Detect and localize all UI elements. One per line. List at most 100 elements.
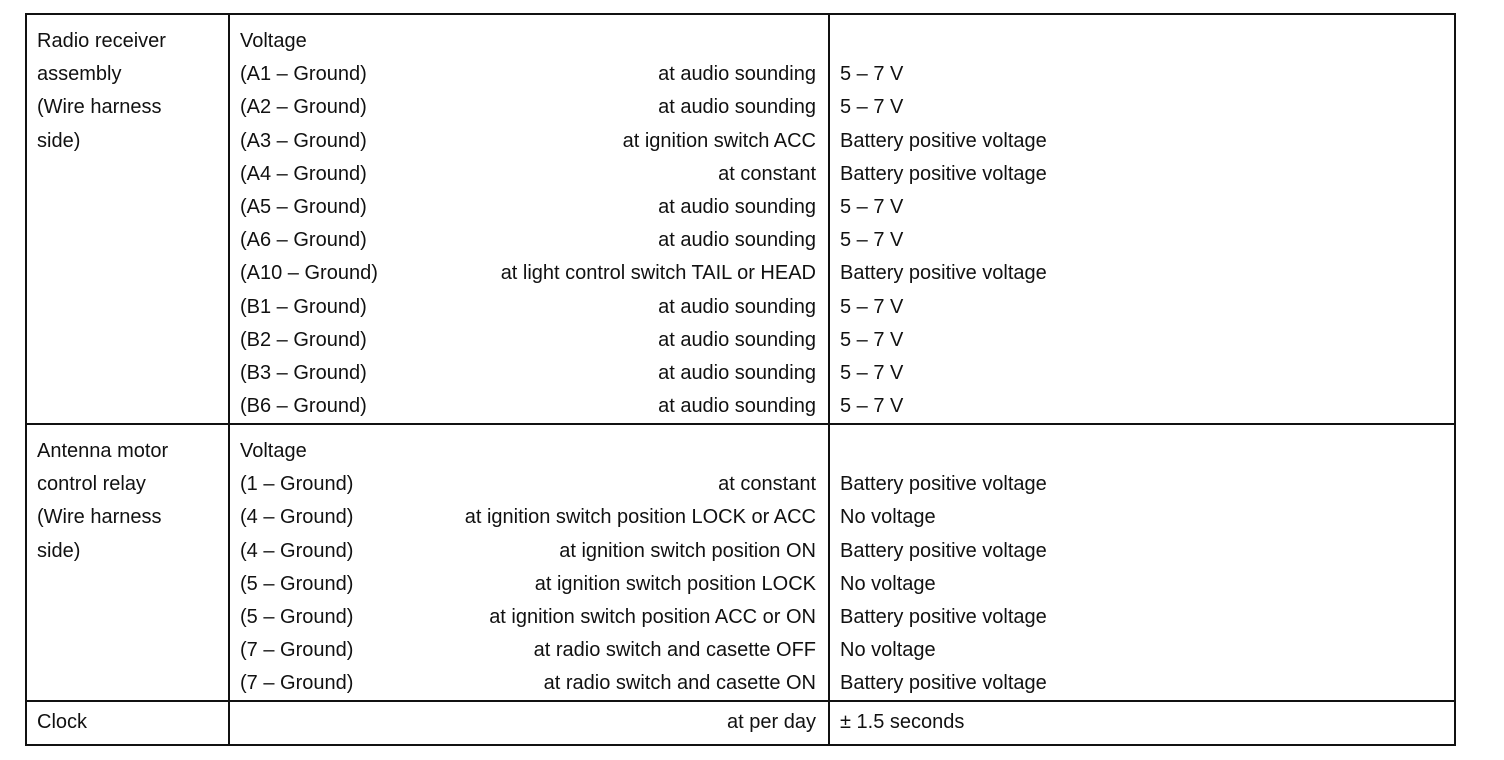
- table-row: (5 – Ground) at ignition switch position …: [240, 568, 816, 601]
- spec-value: Battery positive voltage: [840, 473, 1047, 496]
- terminal: (B3 – Ground): [240, 361, 367, 384]
- terminal: (A3 – Ground): [240, 129, 367, 152]
- condition: at radio switch and casette OFF: [533, 639, 816, 662]
- spec-cell: 5 – 7 V 5 – 7 V Battery positive voltage…: [830, 15, 1454, 423]
- component-cell: Clock: [27, 702, 230, 744]
- spec-cell: Battery positive voltage No voltage Batt…: [830, 425, 1454, 700]
- header-text: Voltage: [240, 440, 307, 462]
- table-row: (B1 – Ground) at audio sounding: [240, 291, 816, 324]
- condition: at per day: [727, 711, 816, 733]
- table-row: (5 – Ground) at ignition switch position …: [240, 601, 816, 634]
- table-row: (A3 – Ground) at ignition switch ACC: [240, 125, 816, 158]
- spec-value: 5 – 7 V: [840, 195, 904, 218]
- component-line: Clock: [37, 711, 88, 733]
- condition: at ignition switch position ON: [559, 539, 816, 562]
- condition: at constant: [718, 473, 816, 496]
- spec-value: 5 – 7 V: [840, 229, 904, 252]
- spec-value: 5 – 7 V: [840, 361, 904, 384]
- condition: at audio sounding: [658, 328, 816, 351]
- terminal: (A1 – Ground): [240, 63, 367, 86]
- terminal: (B2 – Ground): [240, 328, 367, 351]
- spec-blank: [840, 435, 1454, 468]
- component-line: (Wire harness: [37, 96, 162, 119]
- spec-value: 5 – 7 V: [840, 328, 904, 351]
- table-row: (B3 – Ground) at audio sounding: [240, 357, 816, 390]
- component-line: side): [37, 129, 81, 152]
- table-row: (4 – Ground) at ignition switch position …: [240, 535, 816, 568]
- condition: at ignition switch ACC: [622, 129, 816, 152]
- terminal: (4 – Ground): [240, 539, 354, 562]
- spec-value: Battery positive voltage: [840, 129, 1047, 152]
- terminal: (B1 – Ground): [240, 295, 367, 318]
- terminal: (5 – Ground): [240, 605, 354, 628]
- table-row: (A5 – Ground) at audio sounding: [240, 191, 816, 224]
- table-row: (B6 – Ground) at audio sounding: [240, 390, 816, 423]
- table-row: (A10 – Ground) at light control switch TA…: [240, 257, 816, 290]
- section-antenna-relay: Antenna motor control relay (Wire harnes…: [27, 425, 1454, 702]
- table-row: (A1 – Ground) at audio sounding: [240, 58, 816, 91]
- condition-cell: Voltage (1 – Ground) at constant (4 – Gro…: [230, 425, 830, 700]
- terminal: (A2 – Ground): [240, 96, 367, 119]
- spec-value: 5 – 7 V: [840, 295, 904, 318]
- condition: at audio sounding: [658, 361, 816, 384]
- spec-value: No voltage: [840, 639, 936, 662]
- condition: at audio sounding: [658, 229, 816, 252]
- table-row: (7 – Ground) at radio switch and casette …: [240, 634, 816, 667]
- terminal: (A4 – Ground): [240, 162, 367, 185]
- condition: at audio sounding: [658, 96, 816, 119]
- header-text: Voltage: [240, 30, 307, 52]
- spec-blank: [840, 25, 1454, 58]
- table-row: (A4 – Ground) at constant: [240, 158, 816, 191]
- spec-value: No voltage: [840, 572, 936, 595]
- terminal: (7 – Ground): [240, 672, 354, 695]
- table-row: (4 – Ground)at ignition switch position …: [240, 501, 816, 534]
- terminal: (A6 – Ground): [240, 229, 367, 252]
- spec-value: Battery positive voltage: [840, 162, 1047, 185]
- condition: at constant: [718, 162, 816, 185]
- spec-value: ± 1.5 seconds: [840, 711, 965, 733]
- condition: at audio sounding: [658, 395, 816, 418]
- component-line: Antenna motor: [37, 440, 169, 462]
- spec-value: 5 – 7 V: [840, 96, 904, 119]
- component-line: (Wire harness: [37, 506, 162, 529]
- component-cell: Radio receiver assembly (Wire harness si…: [27, 15, 230, 423]
- component-line: assembly: [37, 63, 122, 86]
- condition: at light control switch TAIL or HEAD: [500, 262, 816, 285]
- terminal: (A10 – Ground): [240, 262, 378, 285]
- section-clock: Clock at per day ± 1.5 seconds: [27, 702, 1454, 744]
- table-row: (B2 – Ground) at audio sounding: [240, 324, 816, 357]
- terminal: (7 – Ground): [240, 639, 354, 662]
- component-line: Radio receiver: [37, 30, 166, 52]
- spec-value: Battery positive voltage: [840, 605, 1047, 628]
- spec-value: 5 – 7 V: [840, 395, 904, 418]
- spec-value: Battery positive voltage: [840, 672, 1047, 695]
- terminal: (4 – Ground): [240, 506, 354, 529]
- spec-cell: ± 1.5 seconds: [830, 702, 1454, 744]
- table-row: (A2 – Ground) at audio sounding: [240, 91, 816, 124]
- spec-table: Radio receiver assembly (Wire harness si…: [25, 13, 1456, 746]
- condition: at ignition switch position LOCK: [534, 572, 816, 595]
- condition: at ignition switch position ACC or ON: [489, 605, 816, 628]
- terminal: (5 – Ground): [240, 572, 354, 595]
- terminal: (A5 – Ground): [240, 195, 367, 218]
- terminal: (1 – Ground): [240, 473, 354, 496]
- component-line: control relay: [37, 473, 146, 496]
- table-row: (A6 – Ground) at audio sounding: [240, 224, 816, 257]
- condition-cell: at per day: [230, 702, 830, 744]
- condition: at audio sounding: [658, 295, 816, 318]
- spec-value: Battery positive voltage: [840, 539, 1047, 562]
- table-row: (1 – Ground) at constant: [240, 468, 816, 501]
- condition: at radio switch and casette ON: [543, 672, 816, 695]
- table-row: at per day: [240, 706, 816, 739]
- terminal: (B6 – Ground): [240, 395, 367, 418]
- condition: at audio sounding: [658, 63, 816, 86]
- table-row: (7 – Ground) at radio switch and casette …: [240, 667, 816, 700]
- component-cell: Antenna motor control relay (Wire harnes…: [27, 425, 230, 700]
- section-header: Voltage: [240, 435, 816, 468]
- section-radio-receiver: Radio receiver assembly (Wire harness si…: [27, 15, 1454, 425]
- spec-value: No voltage: [840, 506, 936, 529]
- spec-value: 5 – 7 V: [840, 63, 904, 86]
- condition: at audio sounding: [658, 195, 816, 218]
- component-line: side): [37, 539, 81, 562]
- condition-cell: Voltage (A1 – Ground) at audio sounding (…: [230, 15, 830, 423]
